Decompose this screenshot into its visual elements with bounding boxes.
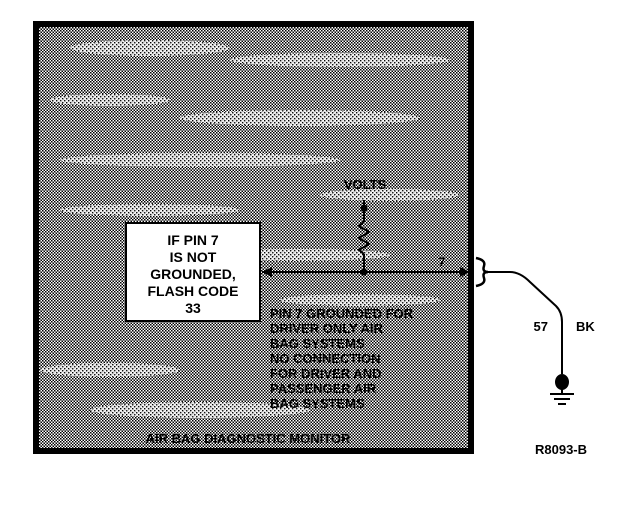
flash-code-text: IF PIN 7 IS NOT GROUNDED, FLASH CODE 33 bbox=[148, 232, 239, 316]
volts-label: VOLTS bbox=[344, 177, 387, 192]
ground-icon bbox=[550, 374, 574, 405]
note-line-1: PIN 7 GROUNDED FOR bbox=[270, 306, 414, 321]
note-line-6: PASSENGER AIR bbox=[270, 381, 377, 396]
ground-wire bbox=[488, 271, 563, 374]
wire-color-code: BK bbox=[576, 319, 595, 334]
flash-line-3: GROUNDED, bbox=[150, 266, 236, 282]
pin-7-signal-line bbox=[262, 267, 470, 277]
pin-7-note: PIN 7 GROUNDED FOR DRIVER ONLY AIR BAG S… bbox=[270, 306, 414, 411]
connector-icon bbox=[475, 256, 489, 288]
note-line-5: FOR DRIVER AND bbox=[270, 366, 381, 381]
flash-line-1: IF PIN 7 bbox=[167, 232, 219, 248]
wire-circuit-number: 57 bbox=[534, 319, 548, 334]
flash-line-4: FLASH CODE bbox=[148, 283, 239, 299]
flash-line-2: IS NOT bbox=[170, 249, 217, 265]
note-line-4: NO CONNECTION bbox=[270, 351, 381, 366]
note-line-3: BAG SYSTEMS bbox=[270, 336, 365, 351]
figure-id: R8093-B bbox=[535, 442, 587, 457]
flash-line-5: 33 bbox=[185, 300, 201, 316]
note-line-7: BAG SYSTEMS bbox=[270, 396, 365, 411]
note-line-2: DRIVER ONLY AIR bbox=[270, 321, 384, 336]
pin-number: 7 bbox=[439, 255, 446, 269]
flash-code-box bbox=[125, 222, 261, 322]
monitor-title: AIR BAG DIAGNOSTIC MONITOR bbox=[146, 431, 351, 446]
